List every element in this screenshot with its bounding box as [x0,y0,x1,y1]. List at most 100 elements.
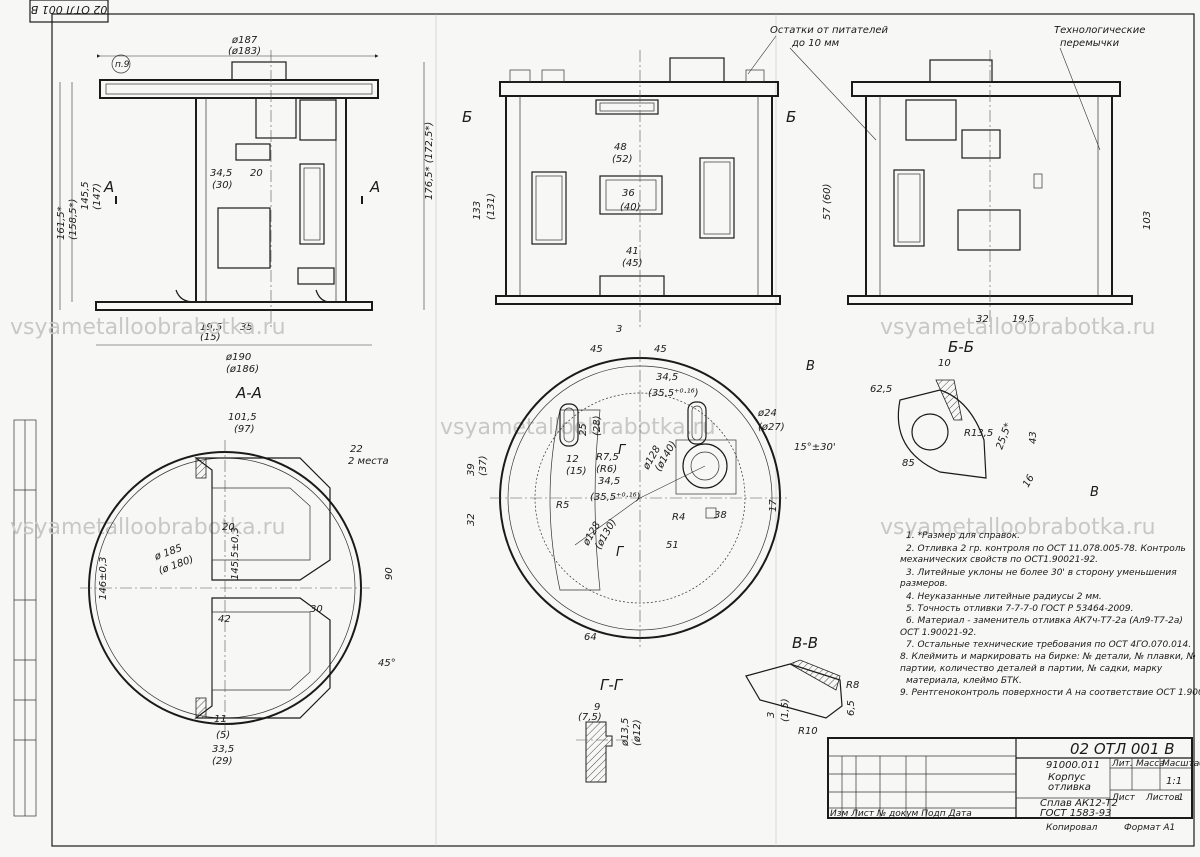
svg-text:34,5: 34,5 [598,476,620,487]
svg-text:36: 36 [622,188,635,199]
svg-text:(7,5): (7,5) [578,712,602,723]
svg-text:9: 9 [594,702,600,713]
tech-notes: 1. *Размер для справок. 2. Отливка 2 гр.… [899,531,1200,698]
svg-text:(30): (30) [212,180,233,191]
svg-text:38: 38 [714,510,727,521]
svg-text:3: 3 [766,712,777,718]
section-vv-title: В-В [792,634,818,652]
svg-text:перемычки: перемычки [1060,38,1120,49]
section-bb-title: Б-Б [948,338,974,356]
svg-text:Формат А1: Формат А1 [1124,823,1175,833]
svg-text:20: 20 [250,168,263,179]
watermark: vsyametalloobrabotka.ru [10,315,286,340]
svg-text:п.9: п.9 [115,60,130,70]
front-view [95,50,379,330]
svg-text:vsyametalloobrabotka.ru: vsyametalloobrabotka.ru [880,315,1156,340]
svg-text:vsyametalloobrabotka.ru: vsyametalloobrabotka.ru [880,515,1156,540]
svg-text:15°±30': 15°±30' [794,442,836,453]
svg-text:партии, количество деталей в п: партии, количество деталей в партии, № с… [900,664,1163,674]
svg-text:1. *Размер для справок.: 1. *Размер для справок. [906,531,1020,541]
rotated-stamp-text: 02 ОТЛ 001 В [31,3,108,16]
svg-text:Масштаб: Масштаб [1162,759,1200,769]
sheet-frame [51,13,1195,847]
note-feeder: Остатки от питателей [770,25,888,36]
front-dims: ø187 (ø183) ø190 (ø186) 161,5* (158,5*) … [56,35,435,375]
rotated-stamp-box [29,0,109,23]
title-block: 02 ОТЛ 001 В 91000.011 Корпус отливка Сп… [827,737,1200,833]
svg-text:R10: R10 [798,726,818,737]
svg-text:Лист: Лист [1111,793,1136,803]
svg-text:vsyametalloobrabotka.ru: vsyametalloobrabotka.ru [10,515,286,540]
svg-text:41: 41 [626,246,639,257]
svg-text:размеров.: размеров. [899,579,948,589]
svg-text:3: 3 [616,324,622,335]
svg-text:(15): (15) [566,466,587,477]
section-gg: 9 (7,5) ø13,5 (ø12) [576,702,643,783]
svg-text:механических свойств по ОСТ1.9: механических свойств по ОСТ1.90021-92. [900,555,1098,565]
svg-text:48: 48 [614,142,627,153]
svg-text:ГОСТ 1583-93: ГОСТ 1583-93 [1040,808,1112,819]
svg-text:(5): (5) [216,730,230,741]
svg-text:5. Точность отливки 7-7-7-0 ГО: 5. Точность отливки 7-7-7-0 ГОСТ Р 53464… [906,604,1134,614]
svg-text:51: 51 [666,540,679,551]
svg-text:3. Литейные уклоны не более 30: 3. Литейные уклоны не более 30' в сторон… [906,568,1177,578]
svg-text:33,5: 33,5 [212,744,234,755]
svg-text:25: 25 [578,423,589,436]
section-aa-title: А-А [235,384,262,402]
svg-text:16: 16 [1021,473,1037,490]
svg-text:176,5* (172,5*): 176,5* (172,5*) [424,122,435,200]
svg-text:145,5: 145,5 [80,181,91,210]
svg-text:1: 1 [1178,793,1184,803]
svg-text:R5: R5 [556,500,569,511]
svg-text:90: 90 [384,567,395,580]
svg-text:43: 43 [1028,431,1039,444]
svg-text:(35,5⁺⁰·¹⁶): (35,5⁺⁰·¹⁶) [590,492,641,503]
svg-text:материала, клеймо БТК.: материала, клеймо БТК. [906,676,1022,686]
svg-text:12: 12 [566,454,579,465]
svg-text:(40): (40) [620,202,641,213]
svg-text:Сплав АК12-Т2: Сплав АК12-Т2 [1040,798,1118,809]
svg-text:ø187: ø187 [231,35,258,46]
note-jumpers: Технологические [1054,25,1145,36]
svg-text:34,5: 34,5 [656,372,678,383]
svg-text:ø24: ø24 [757,408,777,419]
svg-text:Масса: Масса [1136,759,1165,769]
svg-text:8. Клеймить и маркировать на б: 8. Клеймить и маркировать на бирке: № де… [900,652,1196,662]
svg-text:45: 45 [590,344,603,355]
svg-text:20: 20 [222,522,235,533]
svg-text:146±0,3: 146±0,3 [98,557,109,600]
svg-text:до 10 мм: до 10 мм [791,38,840,49]
svg-text:Копировал: Копировал [1046,823,1098,833]
svg-text:(ø27): (ø27) [758,422,785,433]
svg-text:(147): (147) [92,183,103,210]
svg-text:11: 11 [214,714,227,725]
svg-text:9. Рентгеноконтроль поверхност: 9. Рентгеноконтроль поверхности А на соо… [900,688,1200,698]
right-view: 103 57 (60) 32 19,5 [822,50,1153,330]
svg-text:А: А [103,178,114,196]
svg-text:85: 85 [902,458,915,469]
svg-text:45: 45 [654,344,667,355]
svg-text:161,5*: 161,5* [56,206,67,240]
svg-text:4. Неуказанные литейные радиус: 4. Неуказанные литейные радиусы 2 мм. [906,592,1102,602]
svg-text:10: 10 [938,358,951,369]
svg-text:(R6): (R6) [596,464,617,475]
svg-text:(ø12): (ø12) [632,719,643,746]
plan-view: 45 45 34,5 (35,5⁺⁰·¹⁶) ø24 (ø27) 15°±30'… [466,344,836,650]
svg-text:(35,5⁺⁰·¹⁶): (35,5⁺⁰·¹⁶) [648,388,699,399]
svg-text:2 места: 2 места [348,456,389,467]
svg-text:133: 133 [472,201,483,220]
svg-text:(15): (15) [200,332,221,343]
svg-text:R7,5: R7,5 [596,452,619,463]
section-vv: R8 R10 3 (1,5) 6,5 [745,659,859,737]
svg-text:22: 22 [350,444,363,455]
note-callout-circle [111,54,131,74]
svg-text:7. Остальные технические требо: 7. Остальные технические требования по О… [906,640,1191,650]
svg-text:45°: 45° [378,658,396,669]
svg-text:Г: Г [618,443,627,458]
svg-text:ø190: ø190 [225,352,251,363]
svg-text:19,5: 19,5 [1012,314,1034,325]
svg-text:(158,5*): (158,5*) [68,199,79,240]
svg-text:(29): (29) [212,756,233,767]
svg-text:Б: Б [462,108,472,126]
